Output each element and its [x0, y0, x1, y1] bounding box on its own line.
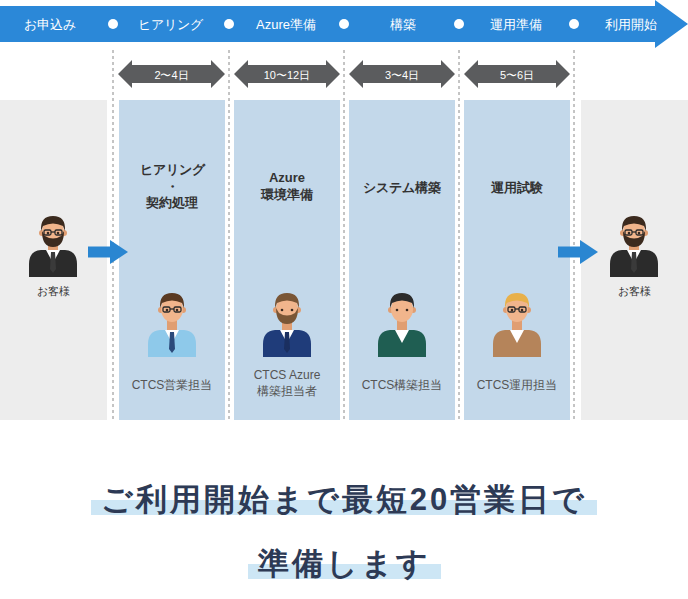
text-wrap: Azure準備 [230, 15, 342, 34]
duration-arrow: 2〜4日 [118, 60, 225, 88]
text-wrap: お申込み [0, 15, 106, 34]
stage-label: お申込み [24, 17, 76, 34]
text-wrap: 運用準備 [460, 15, 572, 34]
stage-label: Azure準備 [256, 17, 316, 34]
text-wrap: 利用開始 [575, 15, 687, 34]
duration-arrow: 3〜4日 [349, 60, 455, 88]
text-wrap: 2〜4日 [132, 65, 211, 83]
double-arrow-shape [464, 60, 570, 88]
duration-label: 5〜6日 [500, 68, 534, 82]
step-panel: 運用試験 CTCS運用担当 [464, 100, 570, 420]
text-wrap: システム構築 [353, 178, 451, 197]
role-label: お客様 [37, 284, 70, 298]
divider-line [459, 50, 460, 422]
duration-label: 10〜12日 [264, 68, 310, 82]
divider-line [574, 50, 575, 422]
double-arrow-shape [118, 60, 225, 88]
text-wrap: 3〜4日 [363, 65, 441, 83]
process-band: お申込み ヒアリング Azure準備 構築 運用準備 利用開始 [0, 0, 688, 48]
role-label: CTCS Azure 構築担当者 [240, 368, 334, 399]
text-wrap: CTCS構築担当 [355, 375, 449, 394]
text-wrap: Azure 環境準備 [238, 170, 336, 204]
stage-label: ヒアリング [138, 17, 203, 34]
text-wrap: ヒアリング [114, 15, 226, 34]
text-wrap: 5〜6日 [478, 65, 556, 83]
text-wrap: ヒアリング ・ 契約処理 [123, 162, 221, 213]
duration-arrow: 5〜6日 [464, 60, 570, 88]
duration-arrow: 10〜12日 [234, 60, 340, 88]
text-wrap: CTCS運用担当 [470, 375, 564, 394]
text-wrap: CTCS営業担当 [125, 375, 219, 394]
band-shape [0, 0, 688, 48]
role-label: お客様 [618, 284, 651, 298]
text-wrap: お客様 [5, 281, 102, 299]
role-label: CTCS営業担当 [132, 378, 213, 394]
band-shape [0, 0, 688, 48]
double-arrow-shape [349, 60, 455, 88]
step-heading: システム構築 [363, 180, 441, 197]
divider-line [113, 50, 114, 422]
text-wrap: お客様 [586, 281, 683, 299]
step-heading: Azure 環境準備 [238, 170, 336, 204]
step-panel: Azure 環境準備 CTCS Azure 構築担当者 [234, 100, 340, 420]
text-wrap: 構築 [347, 15, 459, 34]
caption-text: ご利用開始まで最短20営業日で 準備します [91, 482, 597, 581]
text-wrap: 10〜12日 [248, 65, 326, 83]
stage-label: 利用開始 [605, 17, 657, 34]
customer-panel: お客様 [581, 100, 688, 420]
duration-label: 3〜4日 [385, 68, 419, 82]
stage-label: 構築 [390, 17, 416, 34]
role-label: CTCS運用担当 [477, 378, 558, 394]
double-arrow-shape [234, 60, 340, 88]
step-heading: 運用試験 [491, 180, 543, 197]
text-wrap: CTCS Azure 構築担当者 [240, 368, 334, 399]
stage-label: 運用準備 [490, 17, 542, 34]
divider-line [344, 50, 345, 422]
caption-wrap: ご利用開始まで最短20営業日で 準備します [0, 468, 688, 596]
duration-label: 2〜4日 [154, 68, 188, 82]
divider-line [229, 50, 230, 422]
step-heading: ヒアリング ・ 契約処理 [123, 162, 221, 213]
customer-panel: お客様 [0, 100, 107, 420]
step-panel: システム構築 CTCS構築担当 [349, 100, 455, 420]
step-panel: ヒアリング ・ 契約処理 CTCS営業担当 [119, 100, 225, 420]
role-label: CTCS構築担当 [362, 378, 443, 394]
text-wrap: 運用試験 [468, 178, 566, 197]
